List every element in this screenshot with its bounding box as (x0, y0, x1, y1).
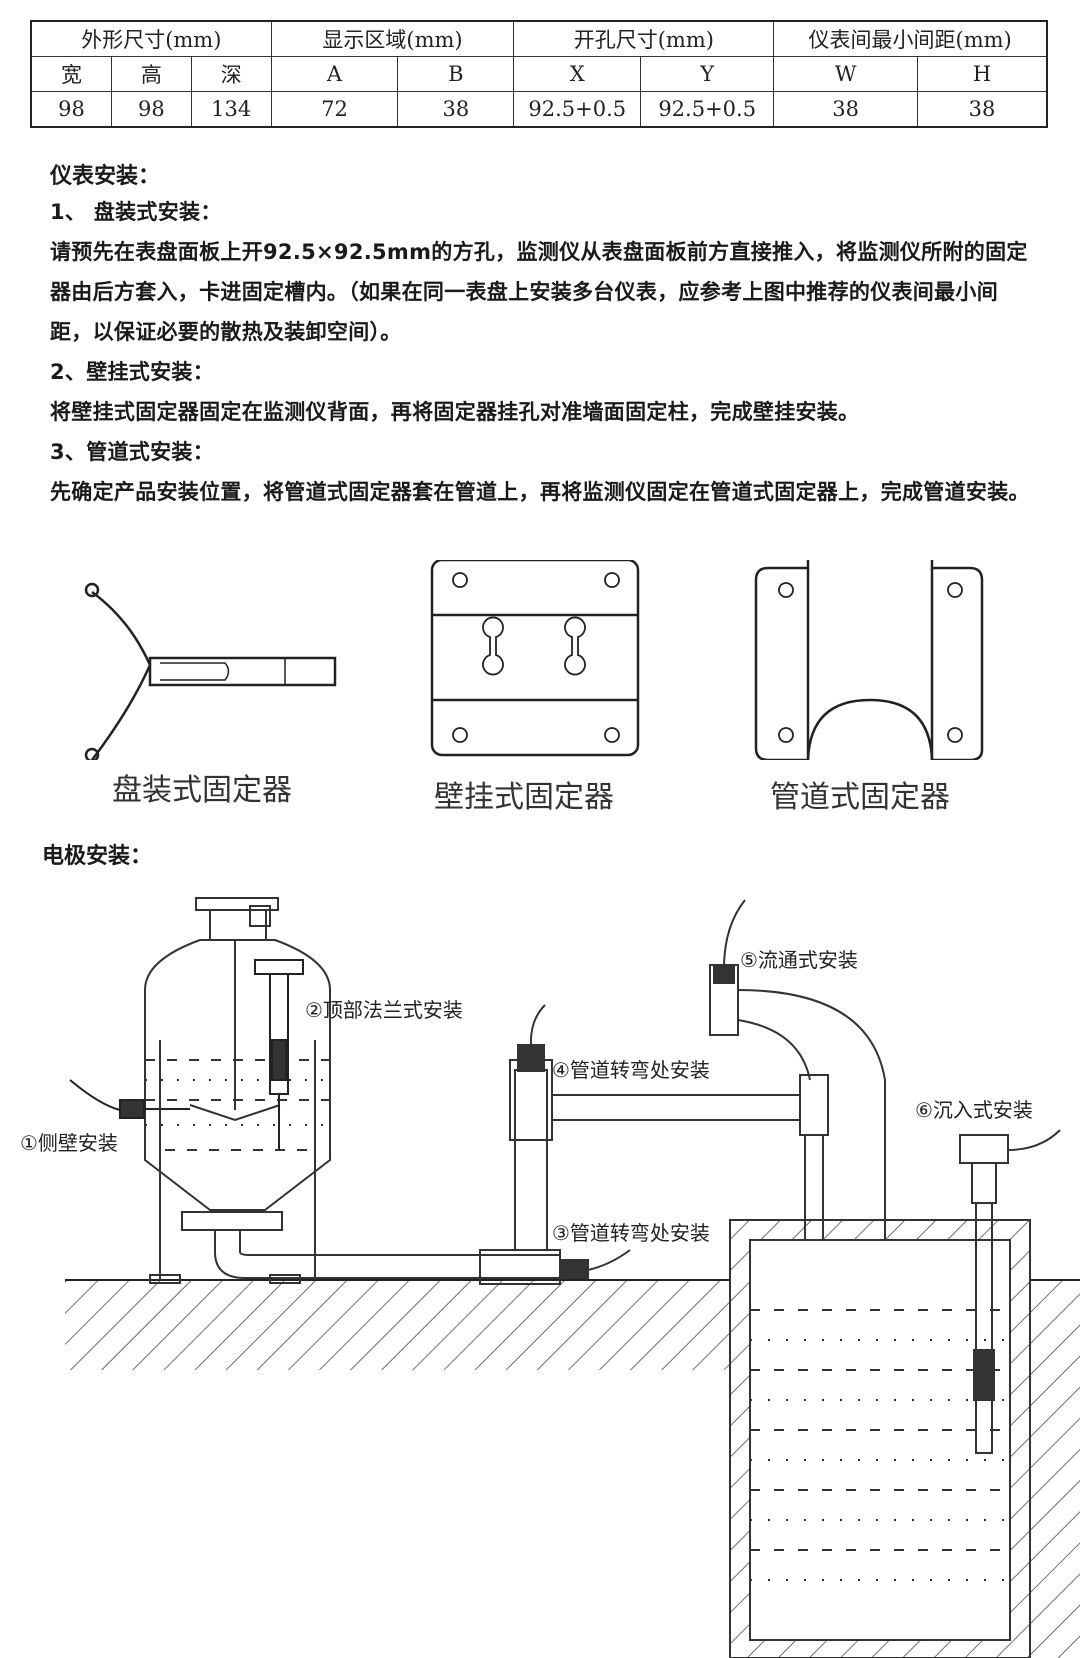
table-cell: 134 (190, 91, 272, 128)
table-cell: 72 (270, 91, 399, 128)
fixture-drawings (84, 560, 984, 760)
subheader-cell: 深 (190, 56, 272, 92)
table-row: 98 98 134 72 38 92.5+0.5 92.5+0.5 38 38 (30, 91, 1048, 128)
table-cell: 92.5+0.5 (513, 91, 642, 128)
install-heading: 仪表安装： (50, 164, 161, 189)
section3-text: 先确定产品安装位置，将管道式固定器套在管道上，再将监测仪固定在管道式固定器上，完… (50, 480, 1030, 504)
pipe-fixture-illustration (754, 560, 984, 760)
subheader-cell: 高 (110, 56, 192, 92)
group-header: 开孔尺寸(mm) (513, 20, 775, 57)
subheader-cell: X (513, 56, 642, 92)
subheader-cell: 宽 (30, 56, 112, 92)
label-bend-3: ③管道转弯处安装 (552, 1221, 710, 1245)
subheader-cell: A (270, 56, 399, 92)
section3-title: 3、管道式安装： (50, 440, 215, 464)
spec-table: 外形尺寸(mm) 显示区域(mm) 开孔尺寸(mm) 仪表间最小间距(mm) 宽… (30, 20, 1048, 128)
top-flange-electrode (254, 959, 304, 1150)
label-side-wall: ①侧壁安装 (20, 1131, 118, 1155)
immersion-electrode (959, 1129, 1061, 1454)
label-top-flange: ②顶部法兰式安装 (305, 998, 463, 1022)
table-cell: 92.5+0.5 (640, 91, 775, 128)
label-immersion: ⑥沉入式安装 (915, 1098, 1033, 1122)
table-cell: 98 (30, 91, 112, 128)
table-group-row: 外形尺寸(mm) 显示区域(mm) 开孔尺寸(mm) 仪表间最小间距(mm) (30, 20, 1048, 57)
pipe-fixture-caption: 管道式固定器 (770, 780, 950, 815)
subheader-cell: B (397, 56, 515, 92)
label-bend-4: ④管道转弯处安装 (552, 1058, 710, 1082)
electrode-installation-diagram: ①侧壁安装 ②顶部法兰式安装 ③管道转弯处安装 ④管道转弯处安装 ⑤流通式安装 … (20, 897, 1080, 1658)
section1-text: 请预先在表盘面板上开92.5×92.5mm的方孔，监测仪从表盘面板前方直接推入，… (50, 240, 1028, 344)
label-flow-through: ⑤流通式安装 (740, 948, 858, 972)
group-header: 仪表间最小间距(mm) (773, 20, 1048, 57)
side-electrode (69, 1079, 190, 1119)
wall-fixture-illustration (430, 560, 640, 757)
riser-pipe (509, 1004, 800, 1251)
tank (144, 897, 480, 1284)
table-cell: 98 (110, 91, 192, 128)
group-header: 外形尺寸(mm) (30, 20, 272, 57)
section2-title: 2、壁挂式安装： (50, 360, 215, 384)
section2-text: 将壁挂式固定器固定在监测仪背面，再将固定器挂孔对准墙面固定柱，完成壁挂安装。 (50, 400, 860, 424)
table-subheader-row: 宽 高 深 A B X Y W H (30, 56, 1048, 92)
electrode-heading: 电极安装： (42, 844, 153, 869)
subheader-cell: H (917, 56, 1048, 92)
subheader-cell: W (773, 56, 919, 92)
ground (65, 1279, 1080, 1658)
table-cell: 38 (397, 91, 515, 128)
table-cell: 38 (917, 91, 1048, 128)
panel-fixture-caption: 盘装式固定器 (112, 773, 292, 808)
wall-fixture-caption: 壁挂式固定器 (434, 780, 614, 815)
table-cell: 38 (773, 91, 919, 128)
subheader-cell: Y (640, 56, 775, 92)
section1-title: 1、 盘装式安装： (50, 200, 222, 224)
lower-pipe (479, 1249, 631, 1285)
group-header: 显示区域(mm) (270, 20, 515, 57)
panel-fixture-illustration (84, 582, 337, 760)
pool (729, 1219, 1031, 1658)
